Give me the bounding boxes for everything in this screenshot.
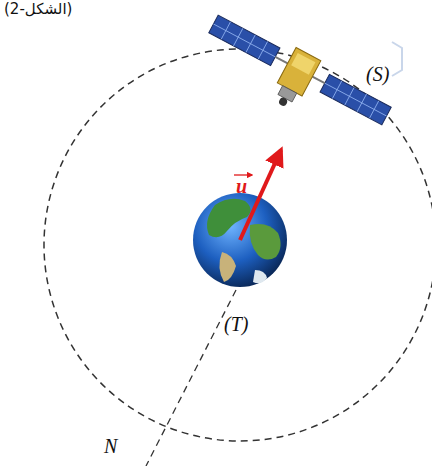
- satellite-label: (S): [366, 64, 389, 84]
- figure-label: (الشكل-2): [4, 2, 72, 17]
- vector-label: u: [236, 176, 247, 196]
- axis-line: [146, 290, 236, 466]
- watermark-bracket: [392, 42, 402, 76]
- satellite: [195, 8, 395, 151]
- orbit: [44, 49, 432, 441]
- direction-label: N: [104, 436, 117, 456]
- earth-label: (T): [224, 314, 248, 334]
